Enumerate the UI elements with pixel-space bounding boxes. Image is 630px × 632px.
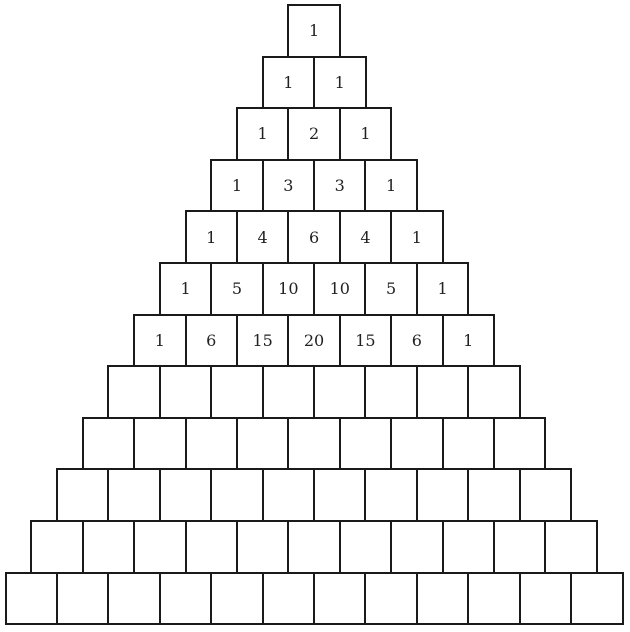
pyramid-cell [415, 468, 470, 522]
pyramid-cell: 1 [235, 107, 290, 161]
pyramid-cell [107, 571, 161, 626]
pyramid-cell: 4 [235, 210, 290, 264]
pyramid-cell [441, 416, 495, 471]
pyramid-cell [313, 365, 367, 419]
pyramid-cell [158, 365, 213, 419]
pyramid-cell: 1 [415, 262, 470, 316]
pyramid-cell [210, 365, 264, 419]
pyramid-cell [30, 520, 84, 574]
pyramid-cell [364, 571, 418, 626]
pyramid-cell [133, 416, 187, 471]
pyramid-cell [492, 416, 547, 471]
pyramid-cell [441, 520, 495, 574]
pyramid-cell [467, 571, 521, 626]
pyramid-cell [415, 365, 470, 419]
pyramid-cell: 3 [261, 158, 316, 213]
pyramid-cell [56, 468, 110, 522]
pyramid-cell: 10 [261, 262, 316, 316]
pyramid-cell [570, 571, 624, 626]
pyramid-cell: 15 [235, 313, 290, 368]
pyramid-cell: 15 [338, 313, 393, 368]
pyramid-cell [261, 468, 316, 522]
pyramid-cell: 1 [184, 210, 238, 264]
pyramid-cell [313, 468, 367, 522]
pyramid-cell [158, 571, 213, 626]
pyramid-cell [107, 365, 161, 419]
pyramid-cell: 1 [313, 55, 367, 110]
pyramid-cell [467, 365, 521, 419]
pyramid-cell [390, 520, 444, 574]
pyramid-cell: 6 [390, 313, 444, 368]
pyramid-cell: 6 [287, 210, 341, 264]
pyramid-cell: 1 [210, 158, 264, 213]
pyramid-cell [210, 571, 264, 626]
pyramid-cell: 6 [184, 313, 238, 368]
pyramid-cell [81, 520, 136, 574]
pyramid-cell [364, 365, 418, 419]
pyramid-cell [235, 416, 290, 471]
pyramid-cell [235, 520, 290, 574]
pyramid-cell: 10 [313, 262, 367, 316]
pyramid-cell [518, 468, 573, 522]
pyramid-cell [313, 571, 367, 626]
pyramid-cell: 1 [158, 262, 213, 316]
pyramid-cell [518, 571, 573, 626]
pyramid-cell [184, 520, 238, 574]
pyramid-cell [133, 520, 187, 574]
pyramid-cell: 2 [287, 107, 341, 161]
pyramid-cell: 5 [210, 262, 264, 316]
pyramid-cell [544, 520, 598, 574]
pyramid-cell: 1 [287, 4, 341, 58]
pyramid-cell [56, 571, 110, 626]
pyramid-cell [390, 416, 444, 471]
pyramid-cell: 5 [364, 262, 418, 316]
pyramid-cell: 1 [133, 313, 187, 368]
pyramid-cell [261, 365, 316, 419]
pyramid-cell: 1 [364, 158, 418, 213]
pyramid-cell [338, 520, 393, 574]
pyramid-cell: 4 [338, 210, 393, 264]
pyramid-cell [4, 571, 59, 626]
pyramid-cell: 1 [338, 107, 393, 161]
pyramid-cell [107, 468, 161, 522]
pyramid-cell [338, 416, 393, 471]
pyramid-cell [158, 468, 213, 522]
pyramid-cell [261, 571, 316, 626]
pyramid-cell [81, 416, 136, 471]
pyramid-cell: 1 [441, 313, 495, 368]
pyramid-cell [467, 468, 521, 522]
pyramid-cell [287, 416, 341, 471]
pyramid-cell: 20 [287, 313, 341, 368]
pyramid-cell [364, 468, 418, 522]
pyramid-cell: 1 [261, 55, 316, 110]
pyramid-cell [184, 416, 238, 471]
pyramid-cell: 3 [313, 158, 367, 213]
pyramid-cell [492, 520, 547, 574]
pyramid-cell: 1 [390, 210, 444, 264]
pyramid-cell [415, 571, 470, 626]
pyramid-cell [210, 468, 264, 522]
pyramid-cell [287, 520, 341, 574]
